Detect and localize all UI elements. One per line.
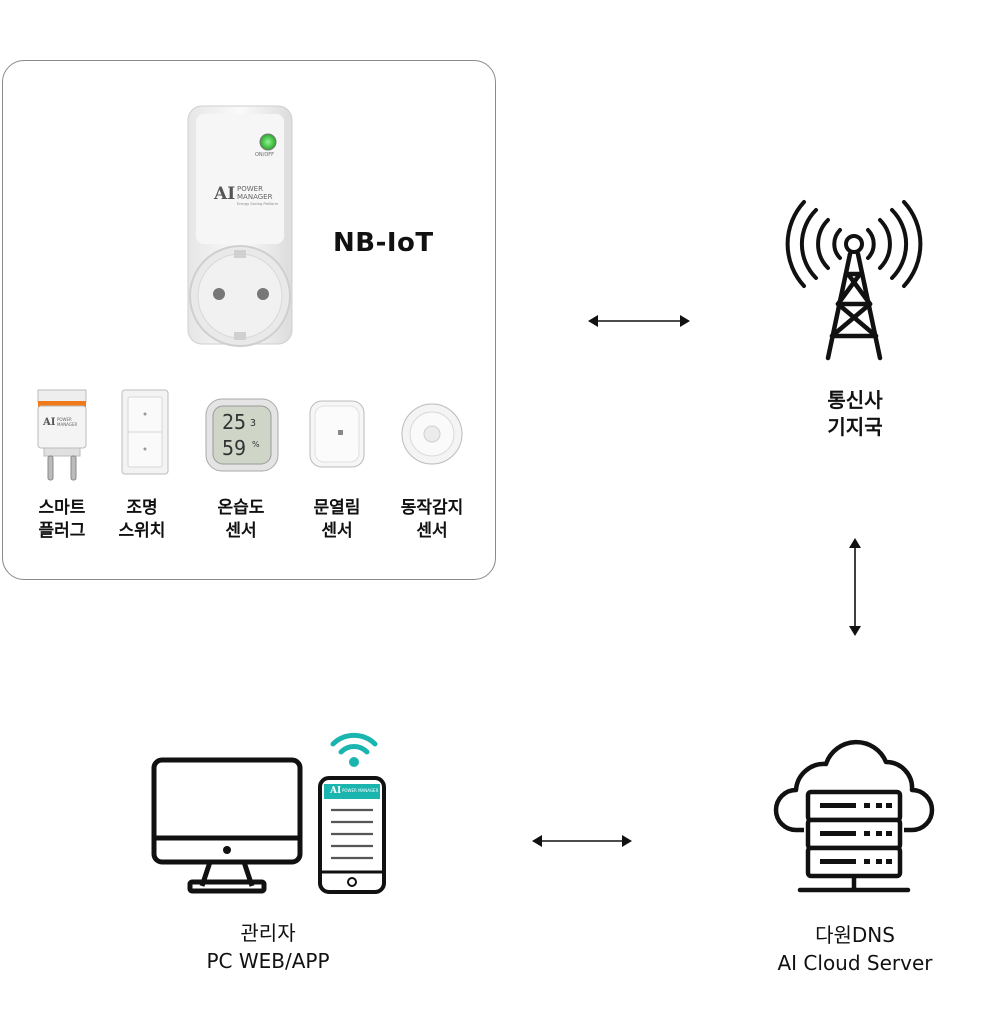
smart-plug-brand-manager: MANAGER [57,422,78,427]
plug-brand-power: POWER [237,185,263,193]
wifi-icon [330,732,378,767]
door-sensor-image [309,400,365,468]
sensor-temp-value: 25 [222,410,247,434]
arrow-devices-tower [588,315,690,327]
plug-brand-manager: MANAGER [237,193,273,201]
plug-brand-tagline: Energy Saving Platform [237,202,279,206]
smart-plug-image [37,389,87,481]
sensor-temp-decimal: 3 [250,418,257,429]
arrow-tower-cloud [849,538,861,636]
smart-plug-brand-power: POWER [57,417,72,422]
sensor-humidity-unit: % [252,440,260,449]
smartphone-icon [318,776,386,894]
plug-brand-ai: AI [214,184,236,204]
arrow-admin-cloud [532,835,632,847]
sensor-humidity-value: 59 [222,436,247,460]
motion-sensor-image [401,403,463,465]
phone-brand-text: POWER MANAGER [342,788,379,793]
temp-humidity-sensor-image [205,398,279,472]
nb-iot-label: NB-IoT [333,228,434,258]
phone-brand-ai: AI [330,786,342,796]
cell-tower-icon [785,200,923,361]
light-switch-image [121,389,169,475]
plug-onoff-text: ON/OFF [255,152,275,158]
pc-monitor-icon [151,757,303,894]
smart-plug-brand-ai: AI [43,417,56,428]
cloud-server-icon [773,739,935,893]
nb-iot-plug-image [187,105,293,347]
